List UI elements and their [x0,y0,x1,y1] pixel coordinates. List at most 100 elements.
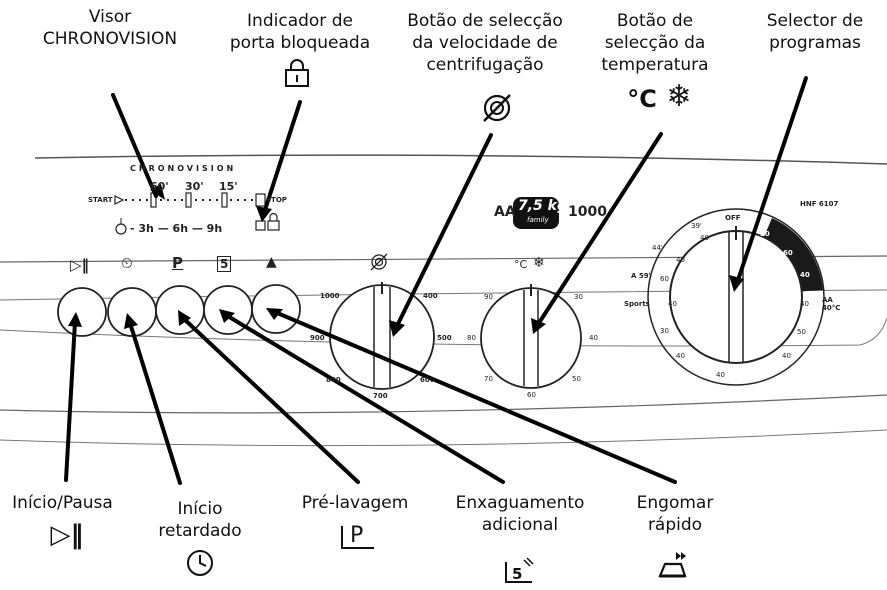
label-programas: Selector de programas [755,10,875,54]
callout-lines [64,76,808,485]
prog-60: 60 [660,275,669,283]
label-inicio-retardado-line1: Início [177,499,223,519]
prog-40a: 40 [700,234,709,242]
temp-70: 70 [484,375,493,383]
temp-80: 80 [467,334,476,342]
label-programas-line1: Selector de [766,11,864,31]
temp-30: 30 [574,293,583,301]
label-visor-line2: CHRONOVISION [42,29,178,49]
brand-family: family [527,216,549,224]
minutes-15: 15' [219,180,238,193]
label-temperatura-line1: Botão de [616,11,694,31]
svg-text:5: 5 [512,565,522,583]
celsius-icon: °C [627,85,657,113]
capacity-badge [513,197,559,229]
prog-40d: 40 [676,352,685,360]
temperature-knob [480,284,582,389]
play-pause-panel-icon: ▷‖ [70,256,90,274]
label-engomar-line1: Engomar [636,493,714,513]
spin-700: 700 [373,392,388,400]
label-temperatura: Botão de selecção da temperatura [600,10,710,76]
label-pre-lavagem-line1: Pré-lavagem [301,493,409,513]
spin-1000: 1000 [320,292,340,300]
chronovision-timeline [114,192,280,235]
prog-50: 50 [797,328,806,336]
brand-kg: 7,5 kg [518,198,568,214]
snowflake-icon: ❄ [666,79,692,114]
model-number: HNF 6107 [800,200,839,208]
svg-text:P: P [350,523,363,548]
prog-40f: 40 [800,300,809,308]
button-pre-lavagem [155,285,205,335]
label-pre-lavagem: Pré-lavagem [280,492,430,514]
play-pause-icon: ▷‖ [50,520,84,550]
lock-icon [282,58,312,93]
temp-60: 60 [527,391,536,399]
spin-500: 500 [437,334,452,342]
clock-icon [180,548,220,583]
prog-44: 44' [652,244,663,252]
snowflake-panel-icon: ❄ [533,255,545,271]
iron-panel-icon: ▲ [266,254,277,270]
aa-40-label: AA 40°C [822,296,841,312]
label-enxaguamento: Enxaguamento adicional [440,492,600,536]
spin-600: 600 [420,376,435,384]
brand-speed: 1000 [568,204,607,220]
label-inicio-pausa-line1: Início/Pausa [12,493,113,513]
minutes-30: 30' [185,180,204,193]
panel-top-edge [34,154,887,165]
program-selector [647,208,825,386]
stop-label: STOP [266,196,287,204]
prog-40b: 40 [676,256,685,264]
label-enxaguamento-line2: adicional [481,515,559,535]
spin-900: 900 [310,334,325,342]
minutes-60: 60' [150,180,169,193]
prog-40e: 40 [800,271,810,279]
label-centrifugacao-line3: centrifugação [426,55,544,75]
iron-icon [654,550,694,587]
label-porta-line2: porta bloqueada [229,33,371,53]
label-porta: Indicador de porta bloqueada [205,10,395,54]
label-centrifugacao: Botão de selecção da velocidade de centr… [395,10,575,76]
r-59-label: A 59' [631,272,651,280]
spin-800: 800 [326,376,341,384]
label-inicio-pausa: Início/Pausa [0,492,125,514]
temp-40: 40 [589,334,598,342]
prewash-icon: P [338,520,378,557]
label-inicio-retardado: Início retardado [150,498,250,542]
label-visor: Visor CHRONOVISION [20,6,200,50]
hours-scale: - 3h — 6h — 9h [130,222,223,235]
label-temperatura-line2: selecção da [604,33,706,53]
chronovision-title: CHRONOVISION [130,164,237,173]
label-inicio-retardado-line2: retardado [158,521,242,541]
prog-60b: 60 [783,249,793,257]
spin-400: 400 [423,292,438,300]
label-engomar: Engomar rápido [615,492,735,536]
start-label: START [88,196,113,204]
rinse-icon: 5 [500,556,540,589]
dark-segment [760,218,823,292]
temp-90: 90 [484,293,493,301]
prog-40h: 40 [716,371,725,379]
sports-label: Sports [624,300,650,308]
label-visor-line1: Visor [88,7,132,27]
brand-aa: AA [494,204,516,220]
label-porta-line1: Indicador de [247,11,353,31]
label-centrifugacao-line1: Botão de selecção [407,11,563,31]
label-enxaguamento-line1: Enxaguamento [455,493,585,513]
spin-icon-panel [370,253,388,271]
prog-90: 90 [760,230,770,238]
panel-bottom-line [0,429,887,447]
clock-panel-icon: ⏲ [121,254,133,272]
off-label: OFF [725,214,741,222]
prog-40g: 40 [782,352,791,360]
label-programas-line2: programas [769,33,861,53]
temp-panel-icon: °C [514,258,528,271]
panel-lower-line [0,394,887,414]
prewash-panel-icon: P [172,254,183,272]
prog-30: 30 [660,327,669,335]
temp-50: 50 [572,375,581,383]
label-temperatura-line3: temperatura [601,55,709,75]
